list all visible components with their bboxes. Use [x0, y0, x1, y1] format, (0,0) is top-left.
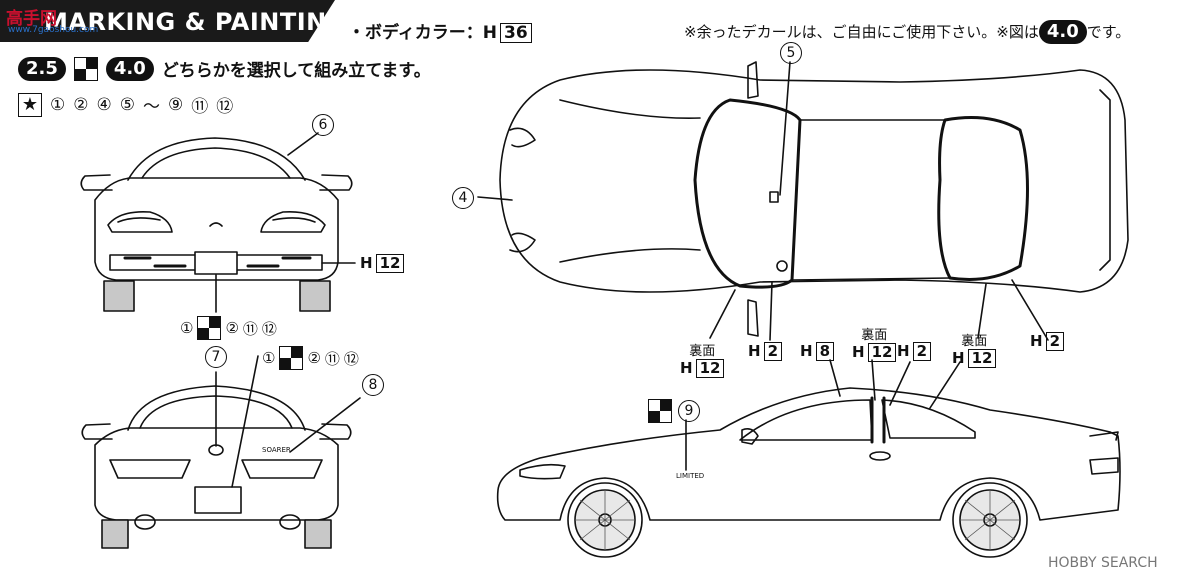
star-decal-2: ② [73, 94, 89, 115]
star-icon: ★ [18, 92, 42, 117]
rear-view-car [81, 385, 352, 549]
checker-flag-icon [648, 399, 672, 423]
star-decal-tilde: 〜 [143, 97, 160, 117]
limited-emblem: LIMITED [676, 472, 705, 480]
wheel-mesh [575, 490, 1020, 550]
checker-flag-icon [197, 316, 222, 340]
star-decal-4: ④ [96, 94, 112, 115]
note-text: ※余ったデカールは、ご自由にご使用下さい。※図は [684, 23, 1039, 41]
callout-8: 8 [362, 374, 384, 396]
header-banner [0, 0, 335, 42]
option-row: 2.5 4.0 どちらかを選択して組み立てます。 [18, 56, 431, 81]
logo: 高手网 [6, 9, 57, 29]
star-decal-5: ⑤ [119, 94, 135, 115]
callout-5: 5 [780, 42, 802, 64]
body-color-label: ・ボディカラー：H [348, 23, 498, 43]
side-view-car [496, 387, 1121, 558]
star-decal-9: ⑨ [168, 94, 184, 115]
option-instruction: どちらかを選択して組み立てます。 [161, 61, 431, 81]
top-view-car [499, 61, 1129, 337]
star-decal-11: ⑪ [191, 97, 209, 117]
callout-4: 4 [452, 187, 474, 209]
option-4-0-badge: 4.0 [105, 56, 154, 81]
star-decal-1: ① [50, 94, 66, 115]
star-decal-12: ⑫ [216, 97, 234, 117]
callout-7: 7 [205, 346, 227, 368]
body-color-code: 36 [500, 23, 532, 43]
checker-flag-icon [279, 346, 304, 370]
option-2-5-badge: 2.5 [18, 56, 66, 81]
checker-flag-icon [73, 56, 98, 81]
front-decal-row: ① ② ⑪ ⑫ [180, 316, 277, 340]
rear-decal-row: ① ② ⑪ ⑫ [262, 346, 359, 370]
watermark: HOBBY SEARCH [1048, 555, 1158, 571]
callout-9: 9 [648, 399, 700, 423]
soarer-emblem: SOARER [262, 446, 291, 454]
callout-6: 6 [312, 114, 334, 136]
version-badge: 4.0 [1038, 20, 1087, 44]
note-tail: です。 [1086, 23, 1131, 41]
front-view-car [80, 137, 353, 312]
logo-url: www.7gaoshou.com [8, 25, 99, 35]
star-decal-row: ★ ① ② ④ ⑤ 〜 ⑨ ⑪ ⑫ [18, 92, 233, 117]
page-title: MARKING & PAINTING [44, 8, 347, 36]
